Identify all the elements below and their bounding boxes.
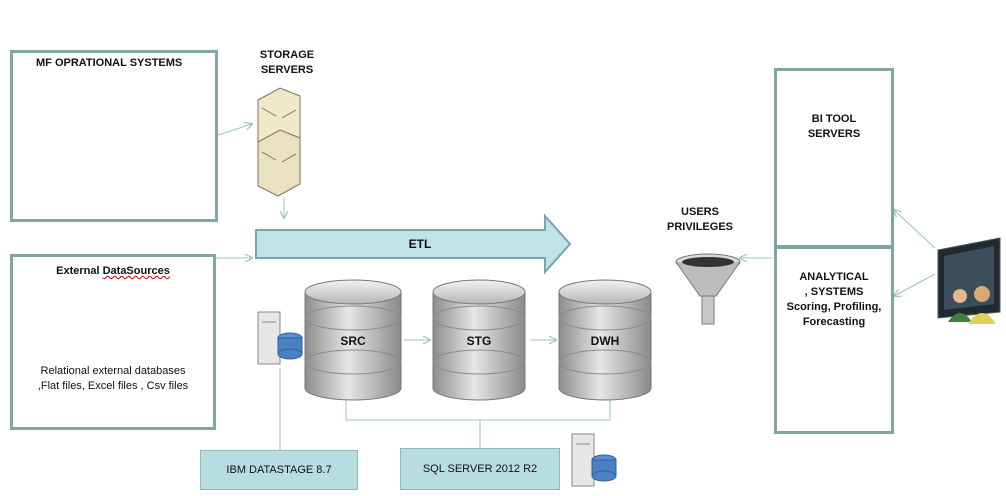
- external-sources-title-main: DataSources: [102, 265, 170, 277]
- datastage-tag: IBM DATASTAGE 8.7: [200, 450, 358, 490]
- cylinder-stg: [432, 279, 526, 401]
- analytical-line1: ANALYTICAL: [799, 271, 869, 283]
- bracket-db-to-sqlserver: [345, 396, 611, 421]
- analytical-line4: Forecasting: [802, 316, 866, 328]
- external-sources-line2: ,Flat files, Excel files , Csv files: [37, 380, 189, 392]
- external-sources-title: External DataSources: [14, 264, 212, 279]
- external-sources-desc: Relational external databases ,Flat file…: [14, 364, 212, 394]
- sqlserver-server-icon: [571, 433, 617, 487]
- bi-tool-box: [774, 68, 894, 248]
- external-sources-box: [10, 254, 216, 430]
- bi-tool-label: BI TOOL SERVERS: [776, 112, 892, 142]
- external-sources-title-prefix: External: [56, 265, 103, 277]
- etl-label: ETL: [408, 237, 432, 251]
- mf-operational-title: MF OPRATIONAL SYSTEMS: [36, 57, 183, 69]
- analytical-line3: Scoring, Profiling,: [786, 301, 882, 313]
- storage-servers-line2: SERVERS: [260, 64, 314, 76]
- bi-tool-line2: SERVERS: [807, 128, 861, 140]
- users-privileges-label: USERS PRIVILEGES: [650, 205, 750, 235]
- user-workstation-icon: [937, 237, 1001, 324]
- mf-operational-box: [10, 50, 218, 222]
- storage-server-icon: [257, 87, 301, 197]
- analytical-line2: , SYSTEMS: [804, 286, 864, 298]
- src-label: SRC: [340, 334, 366, 348]
- sqlserver-tag: SQL SERVER 2012 R2: [400, 448, 560, 490]
- analytical-box: [774, 246, 894, 434]
- users-privileges-line1: USERS: [681, 206, 719, 218]
- cylinder-src: [304, 279, 402, 401]
- external-sources-line1: Relational external databases: [40, 365, 186, 377]
- arrow-user-to-analytical: [894, 273, 936, 296]
- stg-label: STG: [466, 334, 492, 348]
- etl-arrow: [255, 213, 572, 275]
- arrow-mf-to-storage: [217, 124, 252, 136]
- datastage-server-icon: [257, 311, 303, 365]
- cylinder-dwh: [558, 279, 652, 401]
- storage-servers-label: STORAGE SERVERS: [248, 48, 326, 78]
- users-privileges-line2: PRIVILEGES: [666, 221, 734, 233]
- arrow-user-to-bi: [894, 210, 936, 249]
- bi-tool-line1: BI TOOL: [811, 113, 857, 125]
- funnel-icon: [675, 253, 741, 325]
- storage-servers-line1: STORAGE: [259, 49, 315, 61]
- analytical-label: ANALYTICAL , SYSTEMS Scoring, Profiling,…: [776, 270, 892, 330]
- dwh-label: DWH: [590, 334, 620, 348]
